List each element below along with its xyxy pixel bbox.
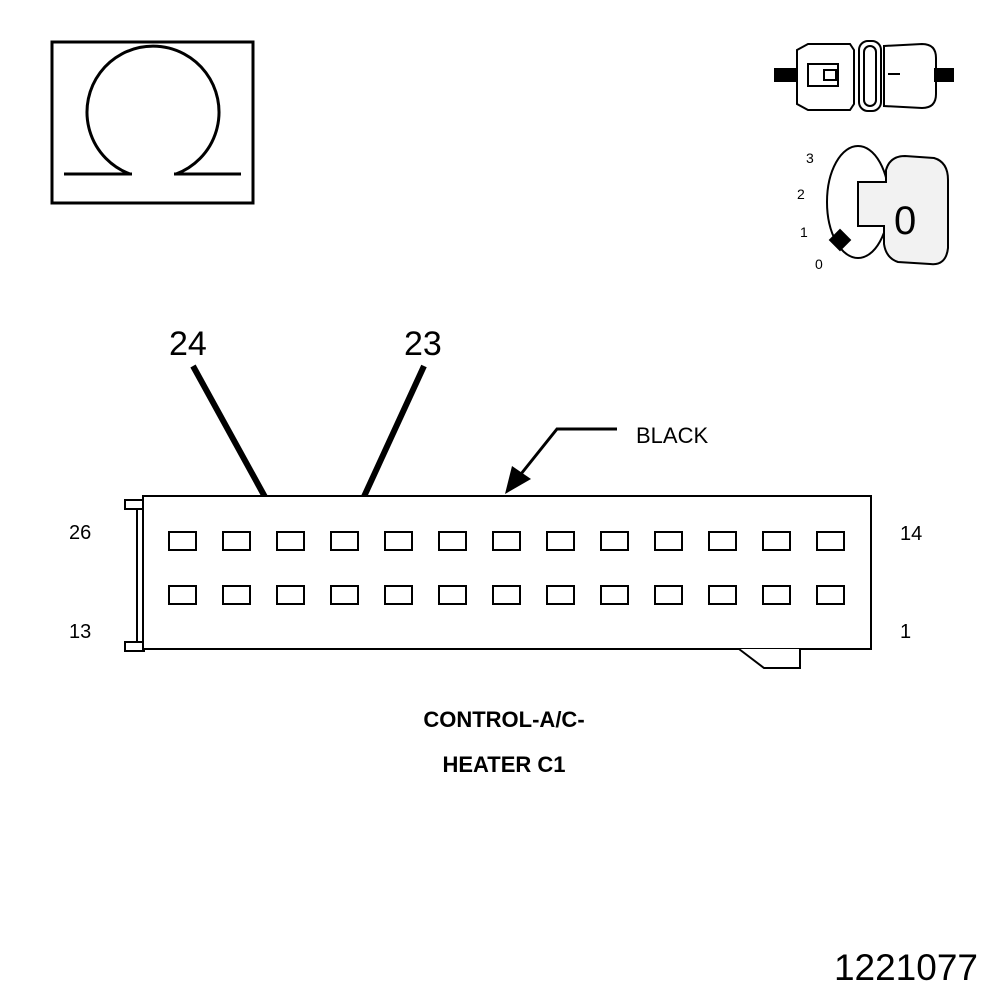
pin-cavity: [816, 531, 845, 551]
pin-cavity: [168, 585, 197, 605]
pin-cavity: [330, 585, 359, 605]
pin-cavity: [330, 531, 359, 551]
callout-pin-24: 24: [169, 325, 207, 363]
pin-cavity: [438, 531, 467, 551]
pin-cavity: [384, 531, 413, 551]
pin-cavity: [492, 531, 521, 551]
pin-cavity: [222, 531, 251, 551]
pin-cavity: [492, 585, 521, 605]
pin-cavity: [762, 585, 791, 605]
pin-cavity: [654, 531, 683, 551]
arrow-black-label: [505, 427, 617, 494]
connector-body: [124, 495, 872, 669]
pin-number-1: 1: [900, 621, 911, 643]
ignition-key-off-icon: [826, 145, 949, 266]
pin-cavity: [816, 585, 845, 605]
connector-name-line-2: HEATER C1: [442, 752, 565, 777]
connector-name-line-1: CONTROL-A/C-: [423, 707, 584, 732]
key-label: 0: [894, 199, 916, 243]
pin-cavity: [708, 531, 737, 551]
pin-cavity: [384, 585, 413, 605]
pin-cavity: [654, 585, 683, 605]
disconnected-connector-icon: [774, 40, 954, 112]
pin-cavity: [276, 585, 305, 605]
pin-cavity: [222, 585, 251, 605]
pin-cavity: [546, 531, 575, 551]
figure-number: 1221077: [834, 947, 978, 988]
pin-cavity: [762, 531, 791, 551]
pin-number-26: 26: [69, 522, 91, 544]
connector-pin-grid: [168, 531, 845, 605]
pin-cavity: [438, 585, 467, 605]
pin-cavity: [600, 585, 629, 605]
callout-pin-23: 23: [404, 325, 442, 363]
ignition-label-0: 0: [815, 256, 823, 272]
pin-cavity: [708, 585, 737, 605]
ignition-label-1: 1: [800, 224, 808, 240]
pin-cavity: [276, 531, 305, 551]
ignition-label-2: 2: [797, 186, 805, 202]
pin-number-13: 13: [69, 621, 91, 643]
ignition-label-3: 3: [806, 150, 814, 166]
ohm-symbol-icon: [50, 40, 255, 205]
pin-cavity: [168, 531, 197, 551]
pin-number-14: 14: [900, 523, 922, 545]
color-label: BLACK: [636, 423, 708, 448]
pin-cavity: [600, 531, 629, 551]
pin-cavity: [546, 585, 575, 605]
